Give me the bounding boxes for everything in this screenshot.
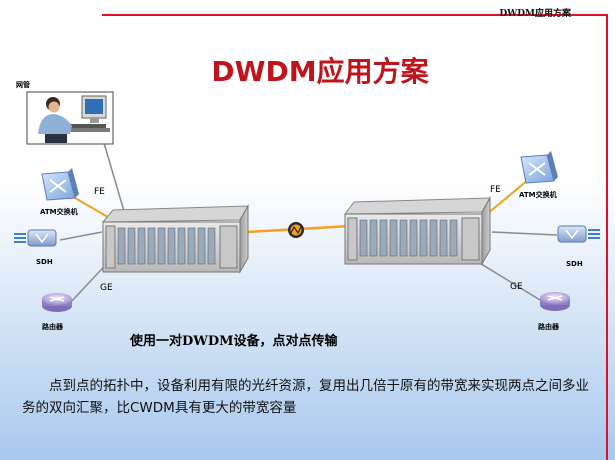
router-right-icon [540, 292, 570, 311]
slide-title: DWDM应用方案 [211, 55, 429, 88]
description-paragraph: 点到点的拓扑中，设备利用有限的光纤资源，复用出几倍于原有的带宽来实现两点之间多业… [22, 378, 589, 416]
atm-switch-left-icon [41, 168, 79, 201]
diagram-caption: 使用一对DWDM设备，点对点传输 [130, 334, 338, 349]
atm-right-label: ATM交换机 [519, 191, 557, 199]
link-fe-left [69, 194, 114, 221]
router-right-label: 路由器 [538, 323, 559, 331]
router-left-icon [42, 293, 72, 312]
ge-left-label: GE [100, 283, 113, 293]
sdh-right-icon [557, 225, 600, 243]
ge-right-label: GE [510, 282, 523, 292]
link-nms-to-left-dwdm [103, 142, 127, 219]
link-sdh-left [59, 231, 103, 241]
frame-right-rule [606, 14, 608, 460]
atm-switch-right-icon [520, 151, 558, 184]
link-sdh-right [491, 231, 558, 236]
sdh-left-icon [14, 229, 57, 247]
router-left-label: 路由器 [42, 323, 63, 331]
link-ge-right [477, 261, 541, 301]
fe-left-label: FE [94, 187, 105, 197]
dwdm-chassis-left [101, 204, 249, 274]
fe-right-label: FE [490, 185, 501, 195]
nms-workstation-icon [26, 91, 114, 145]
sdh-left-label: SDH [36, 258, 53, 266]
fiber-amplifier-icon [288, 222, 304, 238]
header-section-label: DWDM应用方案 [499, 9, 571, 19]
sdh-right-label: SDH [566, 260, 583, 268]
dwdm-chassis-right [343, 196, 491, 266]
frame-top-rule [102, 14, 607, 16]
atm-left-label: ATM交换机 [40, 208, 78, 216]
nms-label: 网管 [16, 81, 30, 89]
